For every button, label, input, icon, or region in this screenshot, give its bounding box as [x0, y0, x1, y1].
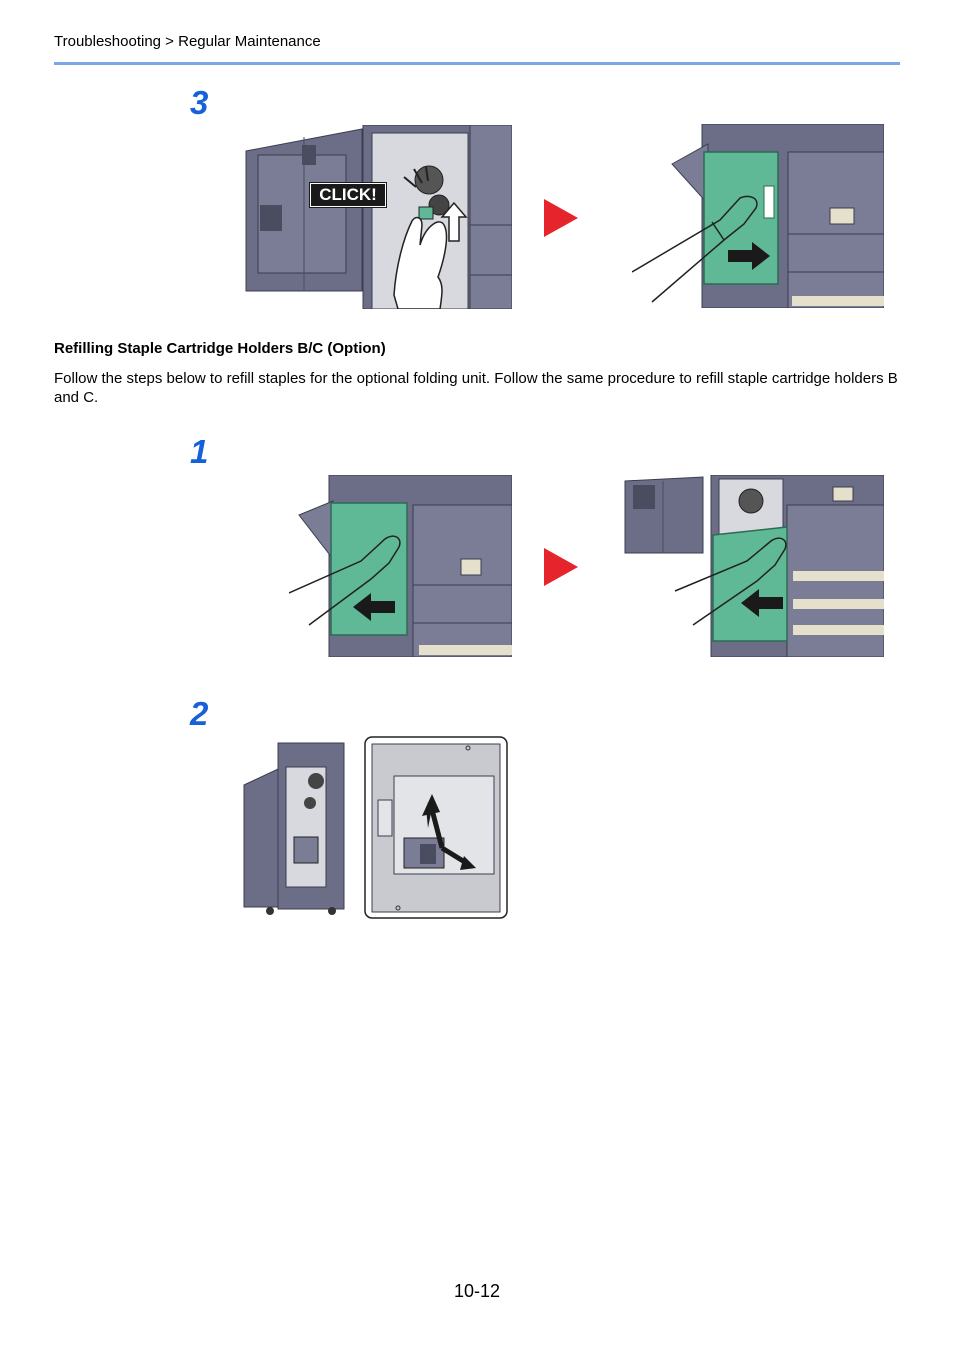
next-step-arrow [544, 199, 578, 237]
section-description: Follow the steps below to refill staples… [54, 370, 898, 406]
illustration-step1-open-cover [289, 475, 512, 657]
next-step-arrow [544, 548, 578, 586]
click-label: CLICK! [309, 182, 387, 208]
illustration-step3-close-cover [632, 124, 884, 308]
header-divider [54, 62, 900, 65]
step-number-1: 1 [190, 433, 209, 470]
illustration-step3-close-holder [244, 125, 512, 309]
page-number: 10-12 [453, 1281, 501, 1301]
step-number-2: 2 [190, 695, 209, 732]
section-title: Refilling Staple Cartridge Holders B/C (… [54, 340, 386, 357]
illustration-step1-pull-unit [623, 475, 884, 657]
illustration-step2-machine-overview [242, 741, 354, 917]
step-number-3: 3 [190, 84, 209, 121]
breadcrumb: Troubleshooting > Regular Maintenance [54, 33, 321, 50]
illustration-step2-zoom-detail [364, 736, 508, 919]
